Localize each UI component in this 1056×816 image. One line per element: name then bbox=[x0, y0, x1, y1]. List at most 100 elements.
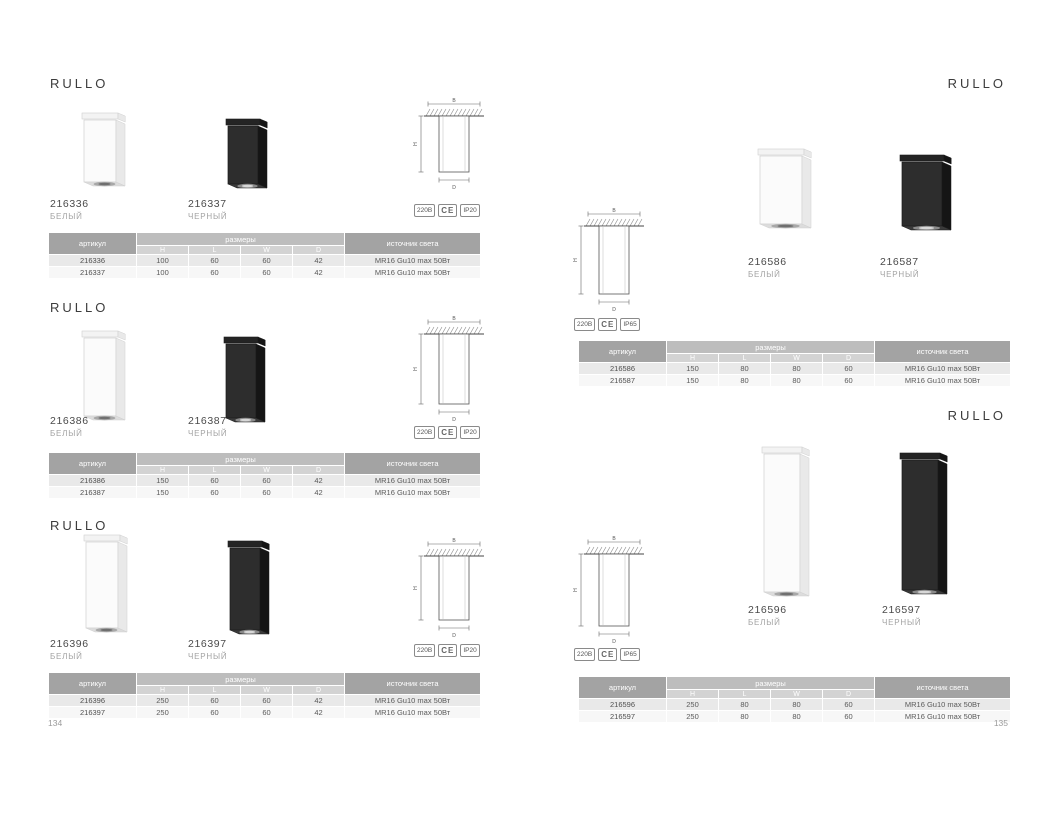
dim-letter: W bbox=[240, 465, 293, 475]
dim-letter: D bbox=[821, 689, 876, 699]
table-row: 216586 150 80 80 60 MR16 Gu10 max 50Вт bbox=[578, 362, 1012, 375]
col-article: артикул bbox=[578, 340, 667, 363]
product-label: 216587 ЧЕРНЫЙ bbox=[880, 256, 919, 279]
section-title: RULLO bbox=[50, 300, 109, 315]
product-article: 216597 bbox=[882, 604, 921, 616]
spec-table: артикул размеры источник света H L W D 2… bbox=[48, 232, 482, 279]
svg-text:D: D bbox=[452, 185, 456, 191]
svg-text:D: D bbox=[452, 417, 456, 423]
badge-ce: CE bbox=[598, 318, 618, 331]
col-source: источник света bbox=[344, 232, 482, 255]
product-image-black bbox=[226, 538, 273, 645]
product-image-white bbox=[760, 444, 813, 607]
dim-letter: L bbox=[188, 245, 241, 255]
product-label: 216597 ЧЕРНЫЙ bbox=[882, 604, 921, 627]
product-article: 216396 bbox=[50, 638, 89, 650]
svg-text:H: H bbox=[413, 367, 419, 371]
badge-voltage: 220В bbox=[574, 648, 596, 661]
table-row: 216597 250 80 80 60 MR16 Gu10 max 50Вт bbox=[578, 710, 1012, 723]
product-color: БЕЛЫЙ bbox=[50, 212, 83, 221]
dim-letter: L bbox=[188, 685, 241, 695]
svg-text:H: H bbox=[573, 258, 579, 262]
svg-text:B: B bbox=[612, 536, 616, 542]
tech-drawing: B H D bbox=[568, 534, 660, 651]
badge-ce: CE bbox=[438, 204, 458, 217]
dim-letter: D bbox=[291, 685, 346, 695]
badge-voltage: 220В bbox=[414, 644, 436, 657]
product-color: ЧЕРНЫЙ bbox=[188, 652, 228, 661]
dim-letter: D bbox=[821, 353, 876, 363]
dim-letter: L bbox=[718, 689, 771, 699]
svg-text:H: H bbox=[413, 586, 419, 590]
col-dims: размеры bbox=[135, 452, 346, 466]
table-row: 216336 100 60 60 42 MR16 Gu10 max 50Вт bbox=[48, 254, 482, 267]
product-color: ЧЕРНЫЙ bbox=[188, 212, 228, 221]
tech-drawing: B H D bbox=[408, 314, 500, 429]
product-image-black bbox=[898, 152, 955, 241]
svg-text:D: D bbox=[612, 307, 616, 313]
product-color: ЧЕРНЫЙ bbox=[882, 618, 922, 627]
svg-text:H: H bbox=[573, 588, 579, 592]
product-article: 216587 bbox=[880, 256, 919, 268]
badge-voltage: 220В bbox=[414, 426, 436, 439]
product-label: 216396 БЕЛЫЙ bbox=[50, 638, 89, 661]
badge-ip: IP65 bbox=[620, 648, 640, 661]
cert-badges: 220В CE IP65 bbox=[574, 648, 640, 661]
product-article: 216337 bbox=[188, 198, 227, 210]
page-number: 134 bbox=[48, 718, 63, 728]
product-label: 216387 ЧЕРНЫЙ bbox=[188, 415, 227, 438]
table-row: 216587 150 80 80 60 MR16 Gu10 max 50Вт bbox=[578, 374, 1012, 387]
section-title: RULLO bbox=[947, 408, 1006, 423]
svg-text:H: H bbox=[413, 142, 419, 146]
product-color: БЕЛЫЙ bbox=[50, 652, 83, 661]
col-source: источник света bbox=[874, 340, 1012, 363]
dim-letter: W bbox=[770, 353, 823, 363]
page-number: 135 bbox=[993, 718, 1008, 728]
dim-letter: H bbox=[666, 353, 719, 363]
col-source: источник света bbox=[874, 676, 1012, 699]
product-image-white bbox=[756, 146, 815, 239]
col-source: источник света bbox=[344, 452, 482, 475]
tech-drawing: B H D bbox=[408, 96, 500, 197]
badge-voltage: 220В bbox=[574, 318, 596, 331]
product-image-white bbox=[82, 532, 131, 643]
cert-badges: 220В CE IP20 bbox=[414, 204, 480, 217]
product-image-black bbox=[898, 450, 951, 605]
dim-letter: W bbox=[240, 245, 293, 255]
product-label: 216337 ЧЕРНЫЙ bbox=[188, 198, 227, 221]
product-article: 216586 bbox=[748, 256, 787, 268]
table-row: 216386 150 60 60 42 MR16 Gu10 max 50Вт bbox=[48, 474, 482, 487]
svg-text:B: B bbox=[452, 98, 456, 104]
svg-text:B: B bbox=[452, 316, 456, 322]
badge-ip: IP20 bbox=[460, 644, 480, 657]
spec-table: артикул размеры источник света H L W D 2… bbox=[578, 340, 1012, 387]
table-row: 216337 100 60 60 42 MR16 Gu10 max 50Вт bbox=[48, 266, 482, 279]
dim-letter: D bbox=[291, 245, 346, 255]
svg-text:D: D bbox=[612, 639, 616, 645]
dim-letter: W bbox=[240, 685, 293, 695]
section-title: RULLO bbox=[50, 518, 109, 533]
product-article: 216336 bbox=[50, 198, 89, 210]
table-row: 216396 250 60 60 42 MR16 Gu10 max 50Вт bbox=[48, 694, 482, 707]
product-color: ЧЕРНЫЙ bbox=[188, 429, 228, 438]
product-image-white bbox=[80, 328, 129, 431]
spec-table: артикул размеры источник света H L W D 2… bbox=[578, 676, 1012, 723]
product-color: БЕЛЫЙ bbox=[748, 270, 781, 279]
dim-letter: H bbox=[136, 245, 189, 255]
spec-table: артикул размеры источник света H L W D 2… bbox=[48, 452, 482, 499]
col-article: артикул bbox=[48, 232, 137, 255]
col-dims: размеры bbox=[135, 232, 346, 246]
cert-badges: 220В CE IP20 bbox=[414, 644, 480, 657]
cert-badges: 220В CE IP20 bbox=[414, 426, 480, 439]
product-article: 216397 bbox=[188, 638, 227, 650]
table-row: 216596 250 80 80 60 MR16 Gu10 max 50Вт bbox=[578, 698, 1012, 711]
product-image-white bbox=[80, 110, 129, 197]
col-source: источник света bbox=[344, 672, 482, 695]
svg-text:B: B bbox=[452, 538, 456, 544]
col-dims: размеры bbox=[665, 676, 876, 690]
dim-letter: H bbox=[136, 685, 189, 695]
product-label: 216596 БЕЛЫЙ bbox=[748, 604, 787, 627]
product-image-black bbox=[224, 116, 271, 199]
badge-ce: CE bbox=[438, 644, 458, 657]
